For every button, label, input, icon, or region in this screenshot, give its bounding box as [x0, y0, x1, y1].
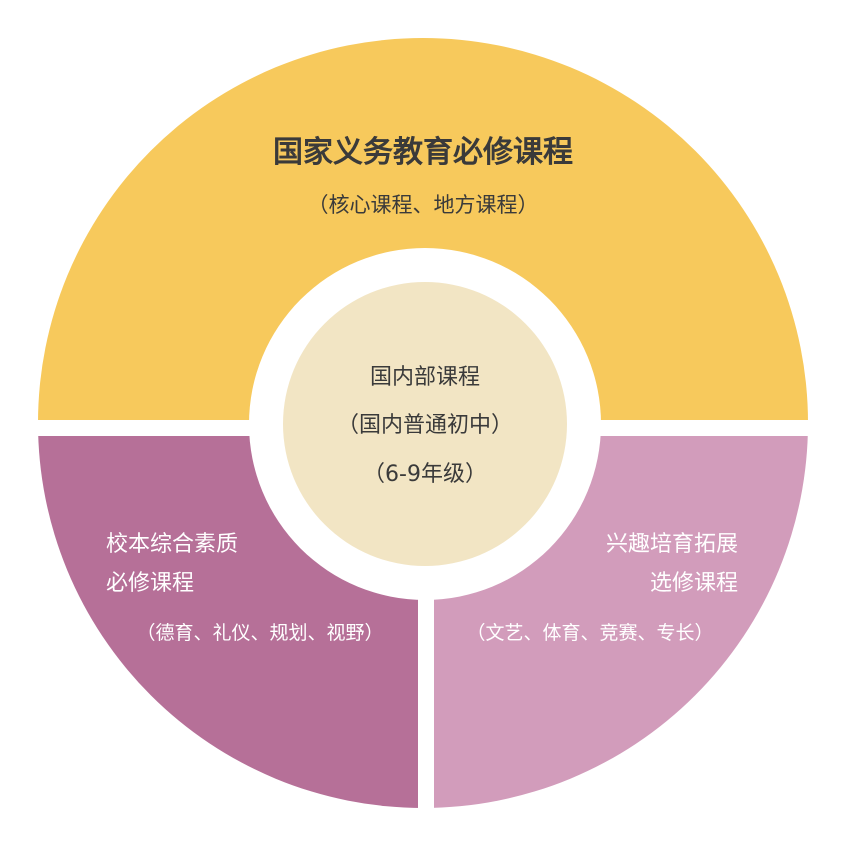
center-line1: 国内部课程 [370, 365, 480, 390]
top-segment-title: 国家义务教育必修课程 [273, 135, 573, 170]
left-segment-line1: 校本综合素质 [106, 532, 238, 557]
center-circle [283, 282, 567, 566]
top-segment-subtitle: （核心课程、地方课程） [308, 193, 539, 217]
right-segment-line2: 选修课程 [650, 571, 738, 596]
segment-national-compulsory [38, 38, 808, 423]
right-segment-line1: 兴趣培育拓展 [606, 532, 738, 557]
center-line2: （国内普通初中） [337, 413, 513, 438]
right-segment-subtitle: （文艺、体育、竞赛、专长） [466, 622, 713, 644]
left-segment-subtitle: （德育、礼仪、规划、视野） [136, 622, 383, 644]
left-segment-line2: 必修课程 [106, 571, 194, 596]
center-line3: （6-9年级） [363, 462, 487, 487]
